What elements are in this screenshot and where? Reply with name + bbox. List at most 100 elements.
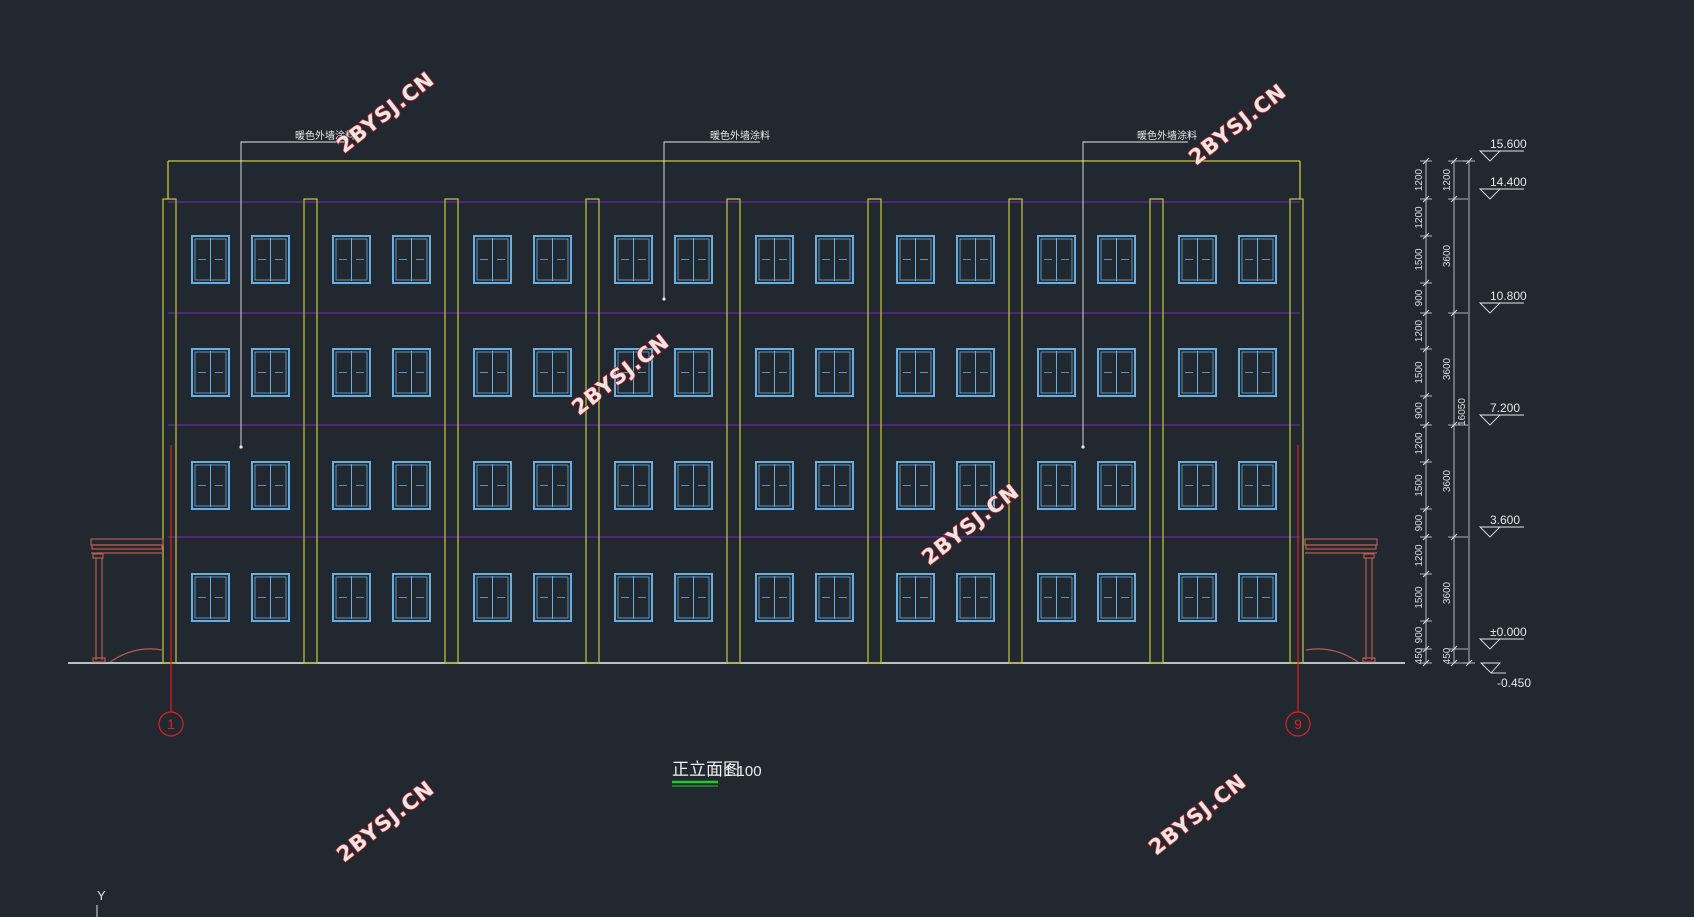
segment-dim-label: 1500 [1414,474,1425,497]
window [533,461,572,510]
pilaster [1008,198,1023,664]
window [1178,348,1217,397]
pilasters [162,198,1304,664]
window-frame [896,235,935,284]
dim-slash [1422,645,1430,653]
window [674,461,713,510]
window [614,461,653,510]
material-note-left: 暖色外墙涂料 [239,129,355,449]
dim-slash [1450,421,1458,429]
ucs-y-label: Y [97,888,106,903]
window [815,461,854,510]
dim-slash [1450,309,1458,317]
elevation-triangle [1479,662,1502,674]
window [956,461,995,510]
window-frame [614,235,653,284]
watermark-text: 2BYSJ.CN [1184,79,1291,170]
window-frame [1238,461,1277,510]
window [332,348,371,397]
window-frame [251,235,290,284]
segment-dim-label: 1200 [1414,206,1425,229]
window [473,235,512,284]
window-frame [1178,235,1217,284]
elevation-label: 14.400 [1490,175,1527,189]
drawing-title: 正立面图 [672,760,740,780]
window-frame [896,348,935,397]
material-note-text: 暖色外墙涂料 [1137,129,1197,142]
dim-slash [1422,195,1430,203]
window-frame [392,461,431,510]
window-frame [1037,461,1076,510]
window-frame [896,461,935,510]
elevation-marker: -0.450 [1479,662,1531,690]
window [674,348,713,397]
window-frame [614,461,653,510]
window-frame [1238,573,1277,622]
window-frame [191,235,230,284]
drawing-scale: 1:100 [724,763,762,780]
dim-slash [1422,570,1430,578]
material-note-center: 暖色外墙涂料 [662,129,770,301]
window-frame [332,348,371,397]
window [1037,461,1076,510]
dim-slash [1422,345,1430,353]
window [956,348,995,397]
dim-slash [1450,157,1458,165]
window-frame [392,348,431,397]
window [896,235,935,284]
window-frame [191,461,230,510]
window [533,235,572,284]
window [392,573,431,622]
window [956,573,995,622]
dim-slash [1422,157,1430,165]
dim-slash [1465,157,1473,165]
window-frame [614,573,653,622]
elevation-triangle [1478,526,1502,538]
window-frame [533,461,572,510]
window-frame [533,235,572,284]
window-frame [1097,573,1136,622]
window [614,235,653,284]
pilaster [585,198,600,664]
window-frame [755,573,794,622]
pilaster [444,198,459,664]
window [1178,461,1217,510]
window-frame [1037,348,1076,397]
window-frame [1178,461,1217,510]
window [332,461,371,510]
window-frame [473,348,512,397]
window [533,348,572,397]
watermark-text: 2BYSJ.CN [1144,769,1251,860]
elevation-marker: 15.600 [1478,137,1527,162]
segment-dim-label: 1500 [1414,361,1425,384]
window-frame [815,235,854,284]
window-frame [1037,573,1076,622]
segment-dim-label: 900 [1414,289,1425,306]
window [815,235,854,284]
window [1037,348,1076,397]
parapet [167,160,1301,199]
window-frame [614,348,653,397]
elevation-label: -0.450 [1497,676,1531,690]
canopy-right [1304,538,1378,663]
window [533,573,572,622]
elevation-triangle [1478,188,1502,200]
floor-dim-label: 3600 [1442,244,1453,267]
pilaster [303,198,318,664]
dim-slash [1422,617,1430,625]
window [251,348,290,397]
pilaster [162,198,177,664]
floor-bands [168,201,1300,538]
window [191,235,230,284]
window [392,348,431,397]
window [332,573,371,622]
window [755,235,794,284]
elevation-triangle [1478,638,1502,650]
window-frame [332,235,371,284]
axis-9: 9 [1285,445,1311,737]
elevation-triangle [1478,150,1502,162]
canopy-left [90,538,164,663]
dim-slash [1450,645,1458,653]
